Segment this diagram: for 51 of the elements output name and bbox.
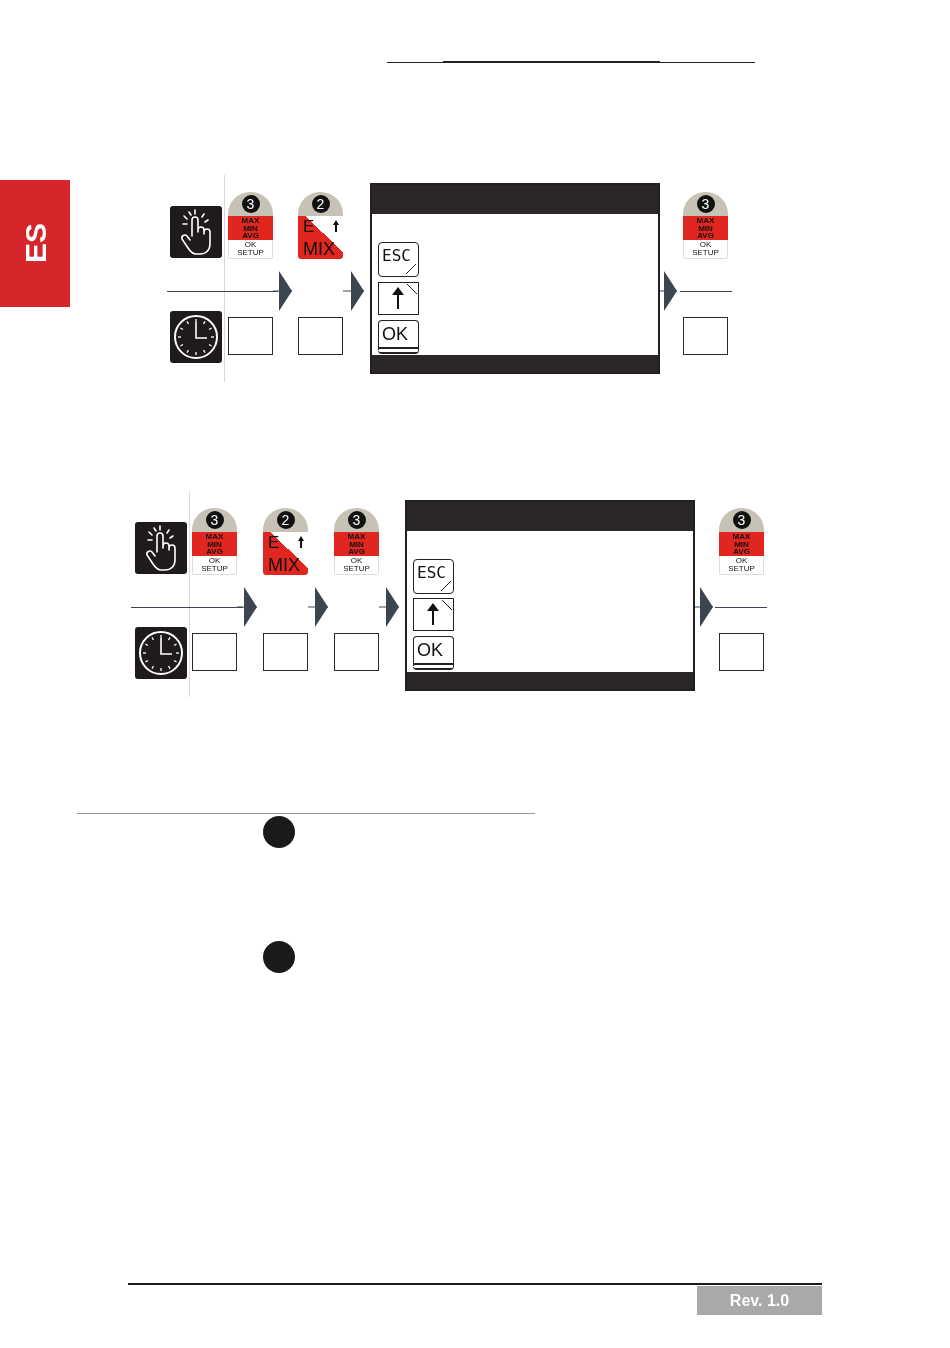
key-label: MIX bbox=[303, 240, 335, 258]
button-key-icon bbox=[683, 192, 728, 259]
up-arrow-key bbox=[413, 598, 454, 631]
button-key-icon bbox=[192, 508, 237, 575]
flow-arrow bbox=[307, 587, 329, 627]
number-badge: 2 bbox=[311, 195, 330, 213]
revision-label: Rev. 1.0 bbox=[697, 1286, 822, 1315]
key-label: MAX MIN AVG bbox=[228, 216, 273, 240]
key-label: E bbox=[303, 218, 315, 235]
key-label: OK SETUP bbox=[192, 556, 237, 575]
button-key-icon bbox=[228, 192, 273, 259]
button-key-icon bbox=[298, 192, 343, 259]
key-label: MIX bbox=[268, 556, 300, 574]
key-label: OK SETUP bbox=[334, 556, 379, 575]
empty-box bbox=[228, 317, 273, 355]
key-label: E bbox=[268, 534, 280, 551]
number-badge: 3 bbox=[696, 195, 715, 213]
empty-box bbox=[298, 317, 343, 355]
number-badge: 3 bbox=[241, 195, 260, 213]
key-label: MAX MIN AVG bbox=[683, 216, 728, 240]
empty-box bbox=[334, 633, 379, 671]
soft-key: OK bbox=[413, 636, 454, 670]
empty-box bbox=[263, 633, 308, 671]
button-key-icon bbox=[334, 508, 379, 575]
soft-key: OK bbox=[378, 320, 419, 354]
empty-box bbox=[192, 633, 237, 671]
up-arrow-key bbox=[378, 282, 419, 315]
number-badge: 3 bbox=[205, 511, 224, 529]
number-badge: 3 bbox=[732, 511, 751, 529]
flow-arrow bbox=[236, 587, 258, 627]
flow-arrow bbox=[342, 271, 365, 311]
empty-box bbox=[719, 633, 764, 671]
key-label: MAX MIN AVG bbox=[334, 532, 379, 556]
flow-arrow bbox=[378, 587, 400, 627]
button-key-icon bbox=[719, 508, 764, 575]
number-badge: 2 bbox=[276, 511, 295, 529]
soft-key: ESC bbox=[378, 242, 419, 277]
display-screen bbox=[370, 183, 660, 374]
display-screen bbox=[405, 500, 695, 691]
key-label: MAX MIN AVG bbox=[719, 532, 764, 556]
key-label: MAX MIN AVG bbox=[192, 532, 237, 556]
number-badge: 3 bbox=[347, 511, 366, 529]
key-label: OK SETUP bbox=[228, 240, 273, 259]
key-label: OK SETUP bbox=[683, 240, 728, 259]
flow-arrow bbox=[659, 271, 678, 311]
flow-arrow bbox=[272, 271, 293, 311]
key-label: OK SETUP bbox=[719, 556, 764, 575]
empty-box bbox=[683, 317, 728, 355]
soft-key: ESC bbox=[413, 559, 454, 594]
button-key-icon bbox=[263, 508, 308, 575]
flow-arrow bbox=[694, 587, 714, 627]
